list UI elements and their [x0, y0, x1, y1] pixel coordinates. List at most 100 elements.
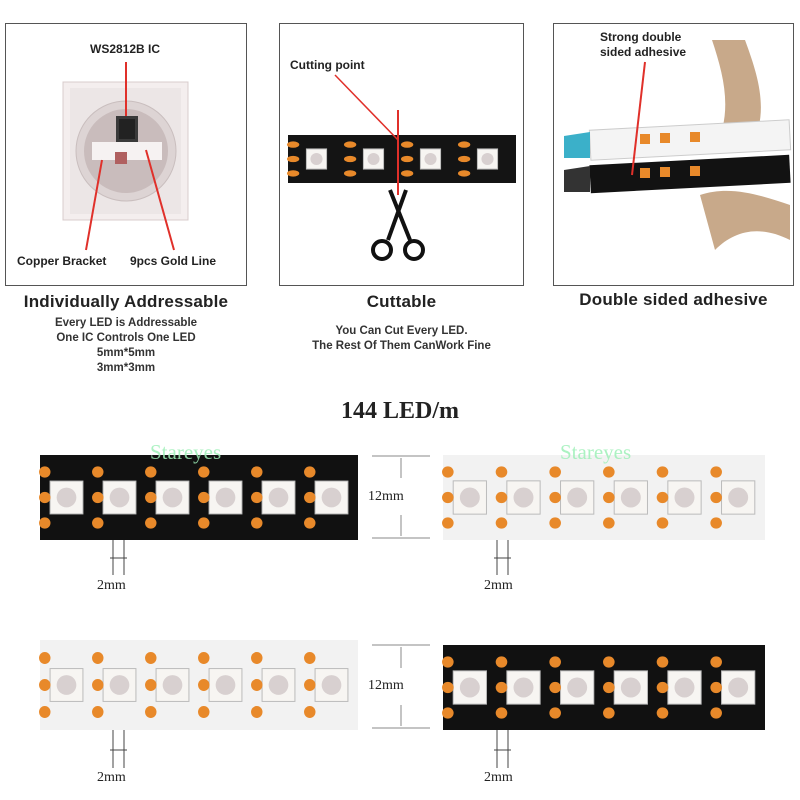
solder-pad: [603, 466, 615, 478]
solder-pad: [549, 491, 561, 504]
solder-pad: [92, 652, 104, 664]
solder-pad: [251, 652, 263, 664]
solder-pad: [304, 517, 316, 529]
dimension-12mm-top: [372, 455, 430, 539]
solder-pad: [145, 466, 157, 478]
led-chip: [506, 480, 541, 515]
solder-pad: [656, 491, 669, 504]
solder-pad: [251, 491, 263, 504]
gap-label-4: 2mm: [484, 770, 513, 785]
solder-pad: [710, 491, 722, 504]
solder-pad: [145, 706, 157, 718]
gap-label-3: 2mm: [97, 770, 126, 785]
width-label-top: 12mm: [368, 489, 404, 504]
solder-pad: [400, 170, 414, 177]
solder-pad: [304, 466, 316, 478]
panel3-title: Double sided adhesive: [579, 290, 768, 309]
panel2-line-1: You Can Cut Every LED.: [335, 325, 468, 337]
solder-pad: [39, 491, 51, 504]
watermark-right: Stareyes: [560, 440, 632, 464]
solder-pad: [603, 681, 615, 694]
solder-pad: [343, 170, 357, 177]
solder-pad: [495, 656, 508, 668]
solder-pad: [39, 679, 51, 691]
solder-pad: [251, 517, 263, 529]
solder-pad: [198, 491, 210, 504]
adhesive-label-2: sided adhesive: [600, 45, 687, 59]
solder-pad: [92, 517, 104, 529]
solder-pad: [92, 706, 104, 718]
solder-pad: [442, 517, 454, 529]
strip-black-top-left: [39, 455, 358, 540]
solder-pad: [442, 656, 454, 668]
solder-pad: [92, 679, 104, 691]
solder-pad: [710, 707, 722, 719]
solder-pad: [198, 652, 210, 664]
panel1-line-4: 3mm*3mm: [96, 362, 156, 374]
solder-pad: [400, 141, 414, 148]
copper-bracket-label: Copper Bracket: [17, 254, 107, 268]
main-title: 144 LED/m: [340, 398, 459, 424]
solder-pad: [656, 656, 669, 668]
solder-pad: [656, 681, 669, 694]
led-chip-illustration: [62, 62, 189, 251]
solder-pad: [457, 170, 471, 177]
ic-label: WS2812B IC: [90, 42, 161, 56]
cutting-point-label: Cutting point: [290, 58, 365, 72]
panel2-title: Cuttable: [366, 292, 437, 311]
solder-pad: [251, 679, 263, 691]
panel1-line-3: 5mm*5mm: [96, 347, 156, 359]
solder-pad: [495, 707, 508, 719]
strip-white-top-right: [442, 455, 765, 540]
solder-pad: [343, 155, 357, 163]
solder-pad: [145, 679, 157, 691]
solder-pad: [603, 517, 615, 529]
solder-pad: [603, 656, 615, 668]
solder-pad: [92, 491, 104, 504]
solder-pad: [304, 652, 316, 664]
solder-pad: [656, 707, 669, 719]
solder-pad: [198, 679, 210, 691]
solder-pad: [549, 656, 561, 668]
solder-pad: [603, 707, 615, 719]
panel1-line-2: One IC Controls One LED: [56, 332, 196, 344]
solder-pad: [495, 466, 508, 478]
solder-pad: [442, 491, 454, 504]
solder-pad: [710, 466, 722, 478]
solder-pad: [39, 466, 51, 478]
solder-pad: [442, 681, 454, 694]
solder-pad: [549, 466, 561, 478]
solder-pad: [145, 652, 157, 664]
solder-pad: [92, 466, 104, 478]
solder-pad: [495, 681, 508, 694]
panel1-line-1: Every LED is Addressable: [54, 317, 198, 329]
dimension-12mm-bottom: [372, 644, 430, 729]
solder-pad: [457, 141, 471, 148]
solder-pad: [549, 681, 561, 694]
solder-pad: [198, 706, 210, 718]
dimension-2mm-markers: [110, 540, 511, 768]
solder-pad: [457, 155, 471, 163]
solder-pad: [304, 679, 316, 691]
solder-pad: [145, 491, 157, 504]
solder-pad: [286, 141, 300, 148]
solder-pad: [198, 466, 210, 478]
gold-line-label: 9pcs Gold Line: [130, 254, 217, 268]
panel2-line-2: The Rest Of Them CanWork Fine: [312, 340, 491, 352]
solder-pad: [656, 517, 669, 529]
solder-pad: [442, 466, 454, 478]
solder-pad: [286, 155, 300, 163]
solder-pad: [710, 517, 722, 529]
solder-pad: [710, 681, 722, 694]
solder-pad: [304, 491, 316, 504]
solder-pad: [656, 466, 669, 478]
gap-label-2: 2mm: [484, 578, 513, 593]
gap-label-1: 2mm: [97, 578, 126, 593]
solder-pad: [39, 706, 51, 718]
adhesive-illustration: [564, 40, 792, 250]
solder-pad: [251, 466, 263, 478]
solder-pad: [549, 517, 561, 529]
solder-pad: [495, 517, 508, 529]
width-label-bottom: 12mm: [368, 678, 404, 693]
